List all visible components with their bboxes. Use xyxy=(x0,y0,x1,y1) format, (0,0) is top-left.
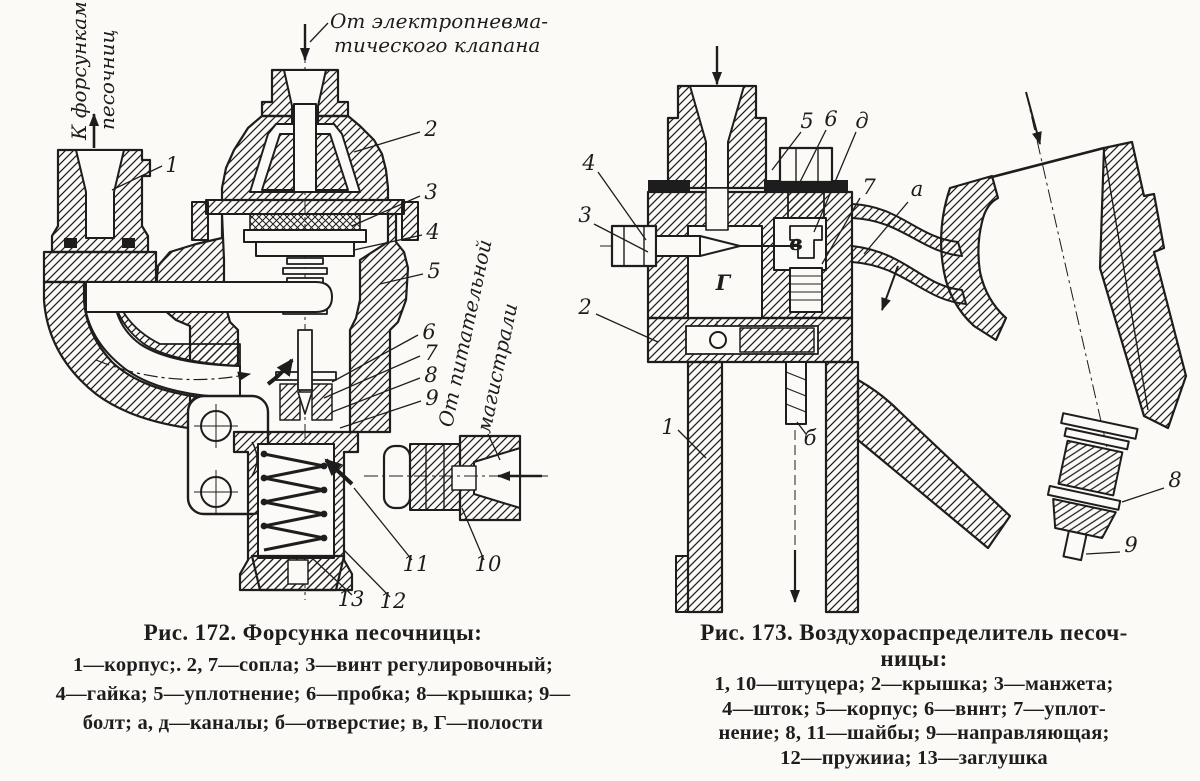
callout-6: 6 xyxy=(824,107,837,131)
left-union-fitting xyxy=(42,148,158,284)
callout-6: 6 xyxy=(422,320,435,344)
callout-5: 5 xyxy=(427,259,440,283)
adjusting-nut xyxy=(255,241,355,257)
annotation-to-nozzles-1: К форсункам xyxy=(67,1,91,141)
callout-9: 9 xyxy=(425,386,438,410)
callout-3: 3 xyxy=(578,203,591,227)
lower-spring-chamber xyxy=(232,430,360,592)
fig173-legend-line: нение; 8, 11—шайбы; 9—направляющая; xyxy=(718,722,1110,744)
callout-b: б xyxy=(804,426,817,450)
diagonal-branch xyxy=(856,378,1012,550)
callout-a: а xyxy=(911,177,924,201)
callout-8: 8 xyxy=(1168,468,1181,492)
stem xyxy=(785,361,807,425)
washer xyxy=(382,444,412,510)
callout-11: 11 xyxy=(403,552,430,576)
callout-5: 5 xyxy=(800,109,813,133)
leader-lines xyxy=(111,131,485,598)
callout-7: 7 xyxy=(862,175,876,199)
callout-1: 1 xyxy=(661,415,674,439)
annotation-leader xyxy=(309,22,329,43)
fig172-legend-line: 4—гайка; 5—уплотнение; 6—пробка; 8—крышк… xyxy=(55,683,571,705)
fig172-caption-title: Рис. 172. Форсунка песочницы: xyxy=(143,620,483,645)
fig173-caption-title2: ницы: xyxy=(880,646,948,671)
callout-7: 7 xyxy=(424,341,438,365)
cover xyxy=(646,316,854,364)
tilted-union xyxy=(940,91,1188,453)
flow-arrow xyxy=(266,358,294,386)
callout-10: 10 xyxy=(475,552,502,576)
callout-1: 1 xyxy=(165,153,178,177)
fig173-legend-line: 12—пружииа; 13—заглушка xyxy=(780,746,1048,769)
dome-cap xyxy=(220,103,390,202)
top-bolt xyxy=(768,146,844,313)
fig172-callouts: 1 2 3 4 5 6 7 8 9 10 11 12 13 xyxy=(165,117,501,613)
adjusting-bolt xyxy=(600,224,810,268)
washer-stack xyxy=(1046,412,1139,562)
fig172-legend-line: болт; а, д—каналы; б—отверстие; в, Г—пол… xyxy=(82,712,544,734)
flow-arrow-a xyxy=(881,265,899,311)
callout-12: 12 xyxy=(380,589,407,613)
fig173-callouts: 4 3 2 1 5 6 д 7 а в Г б 8 9 xyxy=(577,107,1181,557)
top-fitting xyxy=(666,84,768,190)
seal-band xyxy=(648,180,690,192)
flow-arrow xyxy=(324,458,354,486)
annotation-to-nozzles-2: песочниц xyxy=(95,30,119,130)
callout-2: 2 xyxy=(577,295,591,319)
technical-drawing-canvas: 1 2 3 4 5 6 7 8 9 10 11 12 13 От электро… xyxy=(42,1,1188,614)
seal-crosshatch xyxy=(249,213,361,231)
fig173-legend-line: 1, 10—штуцера; 2—крышка; 3—манжета; xyxy=(714,673,1114,695)
callout-d: д xyxy=(855,109,868,133)
callout-9: 9 xyxy=(1124,533,1137,557)
annotation-from-valve-1: От электропневма- xyxy=(330,9,548,33)
entry-arrow xyxy=(1025,91,1042,145)
callout-v: в xyxy=(789,230,803,255)
callout-2: 2 xyxy=(423,117,437,141)
fig172-legend-line: 1—корпус;. 2, 7—сопла; 3—винт регулирово… xyxy=(73,654,553,676)
callout-13: 13 xyxy=(338,587,365,611)
annotation-from-valve-2: тического клапана xyxy=(334,33,540,57)
fig173-caption: Рис. 173. Воздухораспределитель песоч- н… xyxy=(636,620,1192,770)
fig173-drawing: 4 3 2 1 5 6 д 7 а в Г б 8 9 xyxy=(577,46,1188,614)
flange-and-gasket xyxy=(191,199,419,257)
leader-lines xyxy=(593,129,1165,555)
lower-pipe xyxy=(675,360,1012,614)
side-fitting xyxy=(324,434,548,522)
fig173-legend-line: 4—шток; 5—корпус; 6—вннт; 7—уплот- xyxy=(722,697,1106,720)
callout-4: 4 xyxy=(581,151,595,175)
fig172-drawing: 1 2 3 4 5 6 7 8 9 10 11 12 13 От электро… xyxy=(42,1,548,613)
fig172-caption: Рис. 172. Форсунка песочницы: 1—корпус;.… xyxy=(18,620,608,738)
callout-G: Г xyxy=(715,270,732,295)
fig173-caption-title: Рис. 173. Воздухораспределитель песоч- xyxy=(700,620,1128,645)
callout-4: 4 xyxy=(425,220,439,244)
callout-8: 8 xyxy=(424,363,437,387)
callout-3: 3 xyxy=(424,180,437,204)
